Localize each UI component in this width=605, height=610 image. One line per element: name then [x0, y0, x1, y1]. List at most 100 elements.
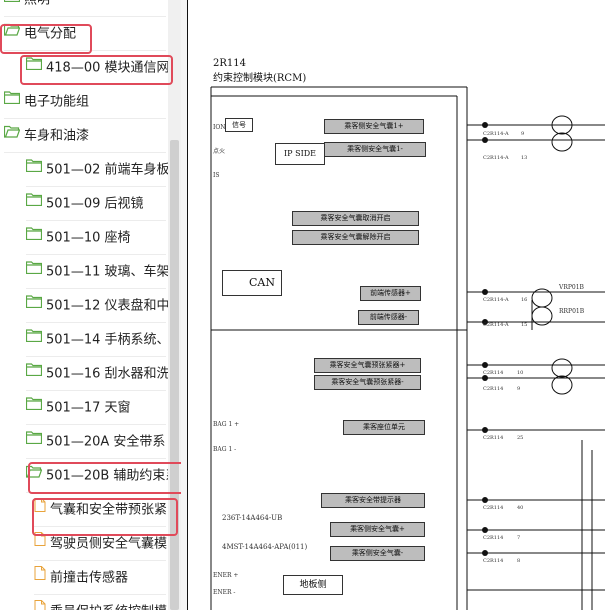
component-box: 乘客安全气囊解除开启	[292, 230, 419, 245]
document-icon	[34, 594, 46, 610]
pin-label: ENER -	[213, 589, 236, 596]
highlight-frame	[28, 462, 194, 494]
component-box: 乘客侧安全气囊1-	[324, 142, 426, 157]
connector-label: C2R114-A	[483, 297, 509, 303]
wire-label: VRP01B	[559, 284, 584, 291]
ground-box: 地板侧	[283, 575, 343, 595]
pane-splitter[interactable]	[181, 0, 187, 610]
connector-label: C2R114	[483, 558, 504, 564]
tree-item[interactable]: 501—20A 安全带系	[25, 424, 166, 459]
highlight-frame	[32, 498, 178, 536]
connector-pin: 9	[517, 386, 521, 392]
tree-item-label: 501—02 前端车身板	[46, 162, 170, 178]
connector-pin: 9	[521, 131, 525, 137]
connector-label: C2R114	[483, 370, 504, 376]
folder-icon	[25, 424, 43, 458]
folder-open-icon	[3, 118, 21, 152]
connector-label: C2R114	[483, 535, 504, 541]
tree-item-label: 501—20B 辅助约束系	[46, 468, 179, 484]
connector-pin: 16	[521, 297, 528, 303]
tree-item-label: 501—16 刮水器和洗	[46, 366, 170, 382]
wiring-diagram: 2R114 约束控制模块(RCM) 信号 IP SIDE CAN 地板侧 乘客侧…	[187, 0, 605, 610]
pin-label: BAG 1 -	[213, 446, 237, 453]
folder-icon	[25, 322, 43, 356]
signal-box: 信号	[225, 118, 253, 132]
folder-icon	[25, 50, 43, 84]
wire-label: RRP01B	[559, 308, 585, 315]
folder-icon	[25, 288, 43, 322]
pin-label: ENER +	[213, 572, 239, 579]
connector-pin: 10	[517, 370, 524, 376]
folder-open-icon	[3, 16, 21, 50]
module-title: 约束控制模块(RCM)	[213, 73, 307, 84]
tree-item-label: 电气分配	[24, 26, 77, 42]
tree-item[interactable]: 501—16 刮水器和洗	[25, 356, 170, 391]
pin-label: BAG 1 +	[213, 421, 240, 428]
tree-item[interactable]: 车身和油漆	[3, 118, 166, 153]
tree-item-label: 照明	[24, 0, 51, 8]
component-box: 乘客侧安全气囊-	[330, 546, 425, 561]
navigation-tree: 照明电气分配 418—00 模块通信网电子功能组车身和油漆 501—02 前端车身板…	[0, 0, 182, 610]
folder-icon	[3, 84, 21, 118]
tree-item-label: 501—11 玻璃、车架	[46, 264, 170, 280]
tree-item-label: 车身和油漆	[24, 128, 90, 144]
connector-label: C2R114	[483, 386, 504, 392]
tree-item-label: 501—17 天窗	[46, 400, 131, 416]
tree-item[interactable]: 电气分配	[3, 16, 166, 51]
part-number: 4MST-14A464-APA(011)	[222, 543, 308, 551]
pin-label: 点火	[213, 148, 226, 155]
tree-item[interactable]: 501—11 玻璃、车架	[25, 255, 170, 289]
connector-pin: 25	[517, 435, 524, 441]
tree-item[interactable]: 前撞击传感器	[34, 561, 166, 595]
tree-item[interactable]: 乘员保护系统控制模	[34, 594, 167, 610]
component-box: 乘客侧安全气囊1+	[324, 119, 424, 134]
tree-item[interactable]: 501—17 天窗	[25, 390, 166, 425]
tree-item[interactable]: 照明	[3, 0, 166, 17]
pin-label: ION	[213, 124, 226, 131]
component-box: 乘客安全气囊取消开启	[292, 211, 419, 226]
highlight-frame	[20, 55, 173, 85]
document-icon	[34, 560, 46, 594]
tree-item-label: 418—00 模块通信网	[46, 60, 170, 76]
connector-label: C2R114-A	[483, 322, 509, 328]
component-box: 前端传感器+	[360, 286, 421, 301]
connector-pin: 7	[517, 535, 521, 541]
connector-label: C2R114-A	[483, 155, 509, 161]
ip-side-box: IP SIDE	[275, 143, 325, 165]
component-box: 乘客座位单元	[343, 420, 425, 435]
tree-item-label: 前撞击传感器	[50, 570, 129, 586]
tree-scrollbar-thumb[interactable]	[170, 140, 179, 610]
folder-icon	[25, 220, 43, 254]
tree-item[interactable]: 501—02 前端车身板	[25, 152, 170, 187]
tree-item[interactable]: 501—12 仪表盘和中	[25, 288, 170, 323]
component-box: 乘客安全气囊预张紧器+	[314, 358, 421, 373]
connector-pin: 40	[517, 505, 524, 511]
tree-item-label: 501—09 后视镜	[46, 196, 144, 212]
folder-icon	[25, 186, 43, 220]
folder-icon	[3, 0, 21, 16]
diagram-lines	[187, 0, 605, 610]
tree-item-label: 501—10 座椅	[46, 230, 131, 246]
connector-pin: 8	[517, 558, 521, 564]
part-number: 236T-14A464-UB	[222, 514, 283, 522]
can-box: CAN	[222, 270, 282, 296]
connector-label: C2R114	[483, 435, 504, 441]
tree-item-label: 乘员保护系统控制模	[50, 605, 167, 610]
tree-item-label: 气囊和安全带预张紧	[50, 502, 168, 518]
component-box: 乘客侧安全气囊+	[330, 522, 425, 537]
folder-icon	[25, 356, 43, 390]
tree-item-label: 501—12 仪表盘和中	[46, 298, 170, 314]
connector-pin: 15	[521, 322, 528, 328]
tree-item-label: 501—14 手柄系统、	[46, 332, 170, 348]
folder-icon	[25, 152, 43, 186]
tree-item-label: 501—20A 安全带系	[46, 434, 166, 450]
tree-item-label: 驾驶员侧安全气囊模	[50, 536, 168, 552]
tree-item[interactable]: 501—09 后视镜	[25, 186, 166, 221]
tree-item[interactable]: 501—14 手柄系统、	[25, 322, 170, 357]
folder-icon	[25, 390, 43, 424]
pin-label: IS	[213, 172, 220, 179]
tree-item[interactable]: 电子功能组	[3, 84, 166, 119]
tree-item[interactable]: 501—10 座椅	[25, 220, 166, 255]
component-box: 乘客安全气囊预张紧器-	[314, 375, 421, 390]
connector-pin: 13	[521, 155, 528, 161]
